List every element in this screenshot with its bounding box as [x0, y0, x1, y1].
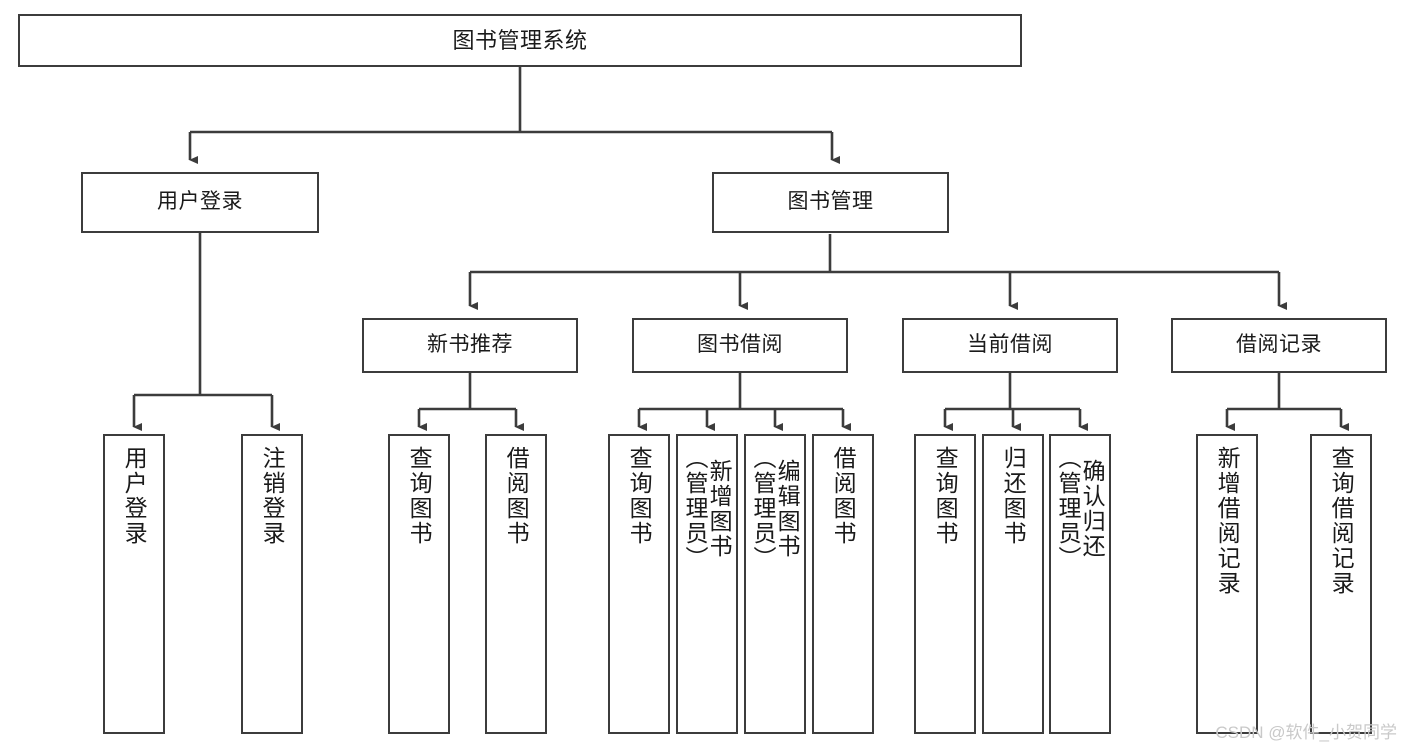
node-leaf-edit-book-admin[interactable]: 编辑图书 （管理员） — [744, 434, 806, 734]
node-leaf-user-login[interactable]: 用户登录 — [103, 434, 165, 734]
node-current-borrowing[interactable]: 当前借阅 — [902, 318, 1118, 373]
node-label: 编辑图书 （管理员） — [750, 446, 801, 571]
node-label: 新增图书 （管理员） — [682, 446, 733, 571]
node-borrowing-records[interactable]: 借阅记录 — [1171, 318, 1387, 373]
node-label: 查询借阅记录 — [1328, 446, 1355, 596]
node-leaf-confirm-return-admin[interactable]: 确认归还 （管理员） — [1049, 434, 1111, 734]
node-leaf-borrow-books-new[interactable]: 借阅图书 — [485, 434, 547, 734]
node-label: 当前借阅 — [967, 333, 1053, 357]
node-leaf-logout[interactable]: 注销登录 — [241, 434, 303, 734]
node-leaf-return-books[interactable]: 归还图书 — [982, 434, 1044, 734]
node-label: 用户登录 — [121, 446, 148, 546]
node-leaf-add-borrow-record[interactable]: 新增借阅记录 — [1196, 434, 1258, 734]
node-book-management[interactable]: 图书管理 — [712, 172, 949, 233]
node-leaf-add-book-admin[interactable]: 新增图书 （管理员） — [676, 434, 738, 734]
node-label: 新增借阅记录 — [1214, 446, 1241, 596]
node-label: 图书管理系统 — [452, 27, 588, 53]
node-label: 新书推荐 — [427, 333, 513, 357]
node-label: 借阅图书 — [830, 446, 857, 546]
node-root-book-management-system[interactable]: 图书管理系统 — [18, 14, 1022, 67]
watermark-text: CSDN @软件_小贺同学 — [1215, 723, 1397, 742]
node-user-login[interactable]: 用户登录 — [81, 172, 319, 233]
node-label: 查询图书 — [932, 446, 959, 546]
node-label: 图书借阅 — [697, 333, 783, 357]
node-label: 归还图书 — [1000, 446, 1027, 546]
node-label: 借阅图书 — [503, 446, 530, 546]
node-label: 图书管理 — [787, 190, 874, 214]
node-leaf-borrow-books[interactable]: 借阅图书 — [812, 434, 874, 734]
node-label: 借阅记录 — [1236, 333, 1322, 357]
node-leaf-query-books-current[interactable]: 查询图书 — [914, 434, 976, 734]
node-label: 查询图书 — [626, 446, 653, 546]
node-label: 查询图书 — [406, 446, 433, 546]
node-leaf-query-borrow-record[interactable]: 查询借阅记录 — [1310, 434, 1372, 734]
node-leaf-query-books-new[interactable]: 查询图书 — [388, 434, 450, 734]
node-label: 用户登录 — [157, 190, 243, 214]
node-book-borrowing[interactable]: 图书借阅 — [632, 318, 848, 373]
node-new-book-recommendation[interactable]: 新书推荐 — [362, 318, 578, 373]
node-label: 注销登录 — [259, 446, 286, 546]
node-label: 确认归还 （管理员） — [1055, 446, 1106, 571]
node-leaf-query-books-borrow[interactable]: 查询图书 — [608, 434, 670, 734]
